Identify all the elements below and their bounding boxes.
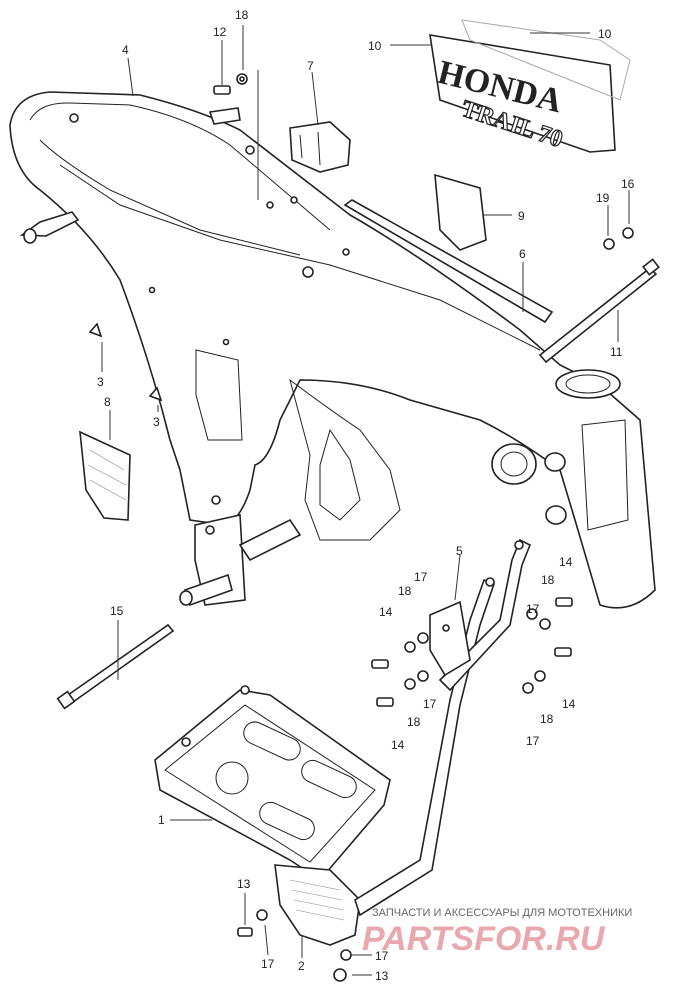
callout-18-top: 18 [235,8,249,22]
callout-17-right-bottom: 17 [526,734,540,748]
callout-16: 16 [621,177,635,191]
leader-lines [101,25,630,976]
bracket-part-5 [429,600,471,677]
watermark: ЗАПЧАСТИ И АКСЕССУАРЫ ДЛЯ МОТОТЕХНИКИ PA… [362,907,632,958]
callout-8: 8 [104,395,111,409]
callout-11: 11 [610,345,623,359]
callout-10-right: 10 [598,27,612,41]
callout-18-right-bottom: 18 [540,712,554,726]
callout-15: 15 [110,604,124,618]
callout-2: 2 [298,959,305,973]
callout-5: 5 [456,544,463,558]
skid-plate-part-1 [154,685,391,882]
callout-18-left-top: 18 [398,584,412,598]
callout-9: 9 [518,209,525,223]
callout-18-right-top: 18 [541,573,555,587]
watermark-brand: PARTSFOR.RU [362,920,606,958]
callout-17-left-mid: 17 [423,697,437,711]
callout-17-left-top: 17 [414,570,428,584]
callout-14-left-bottom: 14 [391,738,405,752]
strip-part-6 [343,199,554,324]
bolt-part-15 [56,623,175,710]
callout-3-lower: 3 [153,415,160,429]
bracket-part-7 [289,121,351,173]
callout-17-bottom-right: 17 [375,949,389,963]
callout-13-left: 13 [237,877,251,891]
callout-14-right-bottom: 14 [562,697,576,711]
callout-19: 19 [596,191,610,205]
callout-4: 4 [122,43,129,57]
callout-17-right-mid: 17 [526,602,540,616]
bolt-part-11 [538,258,660,364]
callout-13-right: 13 [375,969,389,983]
callout-numbers: 4 12 18 7 10 10 19 16 9 6 11 3 3 8 15 5 … [97,8,635,983]
callout-6: 6 [519,247,526,261]
callout-14-left-top: 14 [379,605,393,619]
callout-10-left: 10 [368,39,382,53]
callout-17-bottom-left: 17 [261,957,275,971]
fasteners [88,73,634,982]
plate-part-9 [434,173,487,251]
watermark-tagline: ЗАПЧАСТИ И АКСЕССУАРЫ ДЛЯ МОТОТЕХНИКИ [372,907,632,919]
plate-part-8 [79,430,131,521]
callout-14-right-top: 14 [559,555,573,569]
callout-18-left-mid: 18 [407,715,421,729]
callout-3-upper: 3 [97,375,104,389]
callout-12: 12 [213,25,227,39]
main-frame [9,91,656,609]
callout-1: 1 [158,813,165,827]
callout-7: 7 [307,59,314,73]
